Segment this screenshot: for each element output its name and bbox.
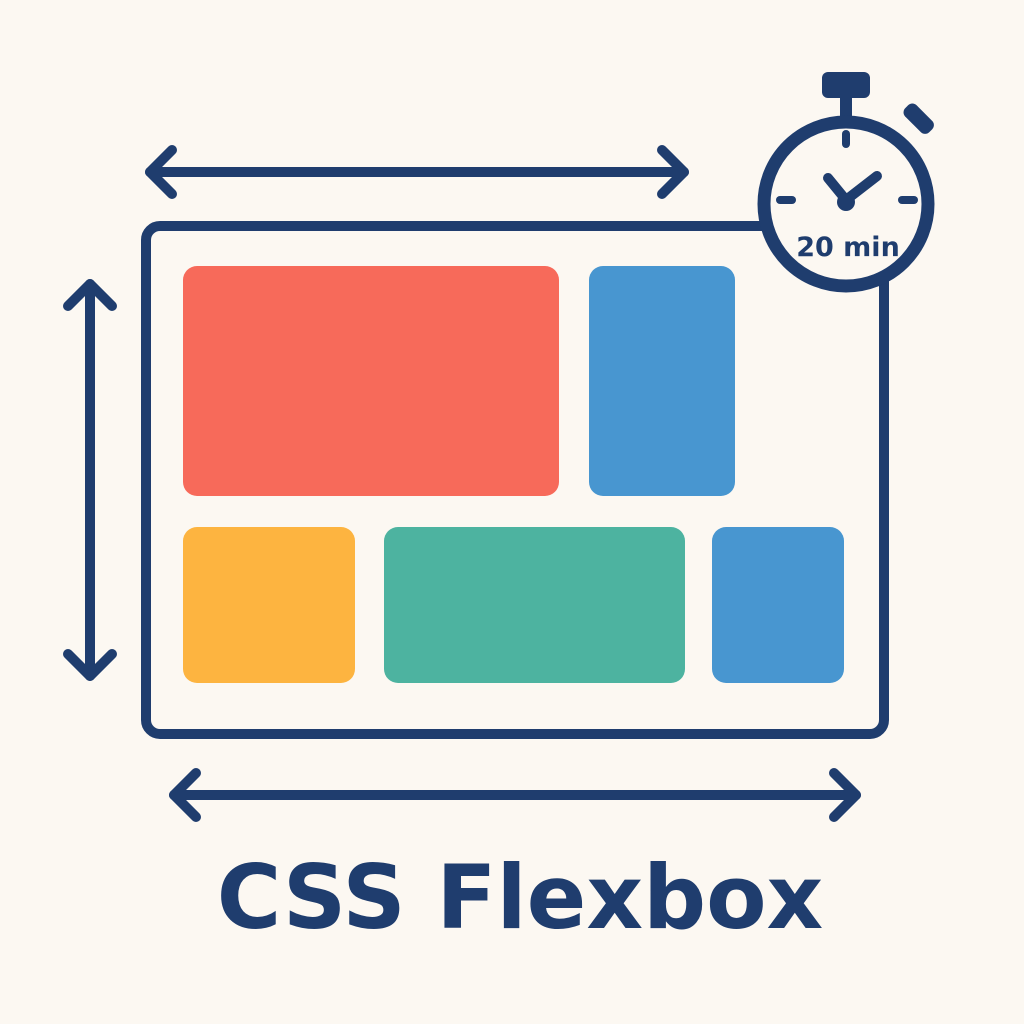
flex-item-blue-top — [589, 266, 735, 496]
timer-label: 20 min — [796, 232, 900, 263]
flex-item-yellow — [183, 527, 355, 683]
flex-item-red — [183, 266, 559, 496]
stopwatch-icon — [757, 72, 935, 293]
flex-container — [141, 221, 889, 739]
vertical-arrow-left-icon — [63, 279, 117, 681]
flex-item-green — [384, 527, 685, 683]
horizontal-arrow-bottom-icon — [169, 768, 861, 822]
horizontal-arrow-top-icon — [145, 145, 689, 199]
page-title: CSS Flexbox — [217, 846, 824, 949]
flex-item-blue-bottom — [712, 527, 844, 683]
